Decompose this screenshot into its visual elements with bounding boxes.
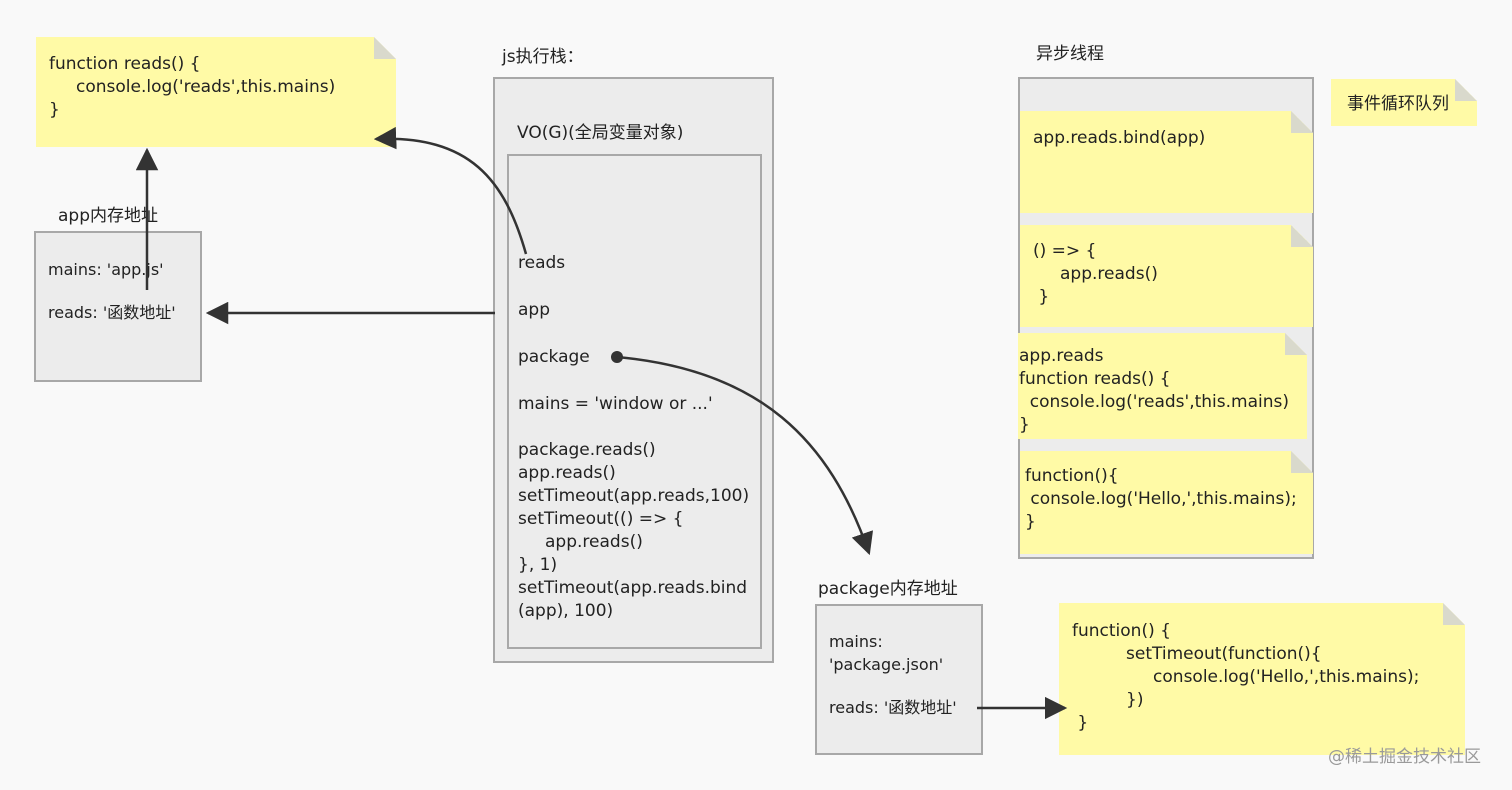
stack-item-mains: mains = 'window or ...' [518,394,713,414]
queue-item-2: () => { app.reads() } [1020,225,1313,327]
package-memory-reads: reads: '函数地址' [829,698,957,717]
queue-item-1-text: app.reads.bind(app) [1033,128,1206,148]
stack-item-package: package [518,347,590,367]
reads-function-note: function reads() { console.log('reads',t… [36,37,396,147]
app-memory-title: app内存地址 [58,206,158,226]
queue-item-3-text: app.reads function reads() { console.log… [1019,346,1289,435]
stack-item-reads: reads [518,253,566,273]
package-memory-title: package内存地址 [818,579,958,599]
package-function-note: function() { setTimeout(function(){ cons… [1059,603,1465,755]
note-fold-corner [374,37,396,59]
stack-item-app: app [518,300,550,320]
queue-item-3: app.reads function reads() { console.log… [1018,333,1307,439]
async-thread-title: 异步线程 [1036,44,1104,64]
package-memory-mains: mains: 'package.json' [829,632,944,674]
queue-item-4-text: function(){ console.log('Hello,',this.ma… [1025,466,1297,532]
vo-label: VO(G)(全局变量对象) [517,123,684,143]
queue-item-1: app.reads.bind(app) [1020,111,1313,213]
watermark: @稀土掘金技术社区 [1328,747,1481,767]
app-memory-mains: mains: 'app.js' [48,260,164,279]
js-stack-box: VO(G)(全局变量对象) reads app package mains = … [493,77,774,663]
event-loop-queue-label: 事件循环队列 [1331,79,1477,126]
queue-item-2-text: () => { app.reads() } [1033,241,1158,307]
queue-item-4: function(){ console.log('Hello,',this.ma… [1020,451,1313,554]
event-loop-queue-text: 事件循环队列 [1347,94,1449,114]
reads-function-code: function reads() { console.log('reads',t… [49,54,336,120]
js-stack-title: js执行栈： [502,47,584,67]
vo-inner-box: reads app package mains = 'window or ...… [507,154,762,649]
note-fold-corner [1443,603,1465,625]
stack-code-calls: package.reads() app.reads() setTimeout(a… [518,440,750,621]
app-memory-box: mains: 'app.js' reads: '函数地址' [34,231,202,382]
package-memory-box: mains: 'package.json' reads: '函数地址' [815,604,983,755]
package-function-code: function() { setTimeout(function(){ cons… [1072,621,1420,733]
app-memory-reads: reads: '函数地址' [48,303,176,322]
note-fold-corner [1455,79,1477,101]
